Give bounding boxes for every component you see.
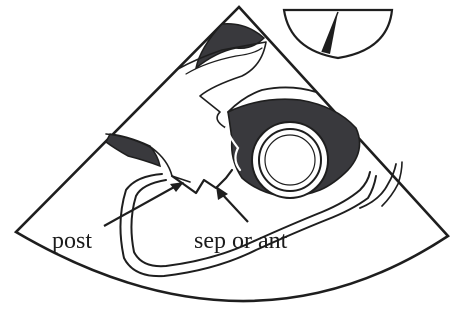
- label-sep-or-ant: sep or ant: [194, 228, 288, 254]
- aortic-valve-lumen: [265, 135, 315, 185]
- scan-plane-orientation-icon: [284, 10, 392, 58]
- label-post: post: [52, 228, 92, 254]
